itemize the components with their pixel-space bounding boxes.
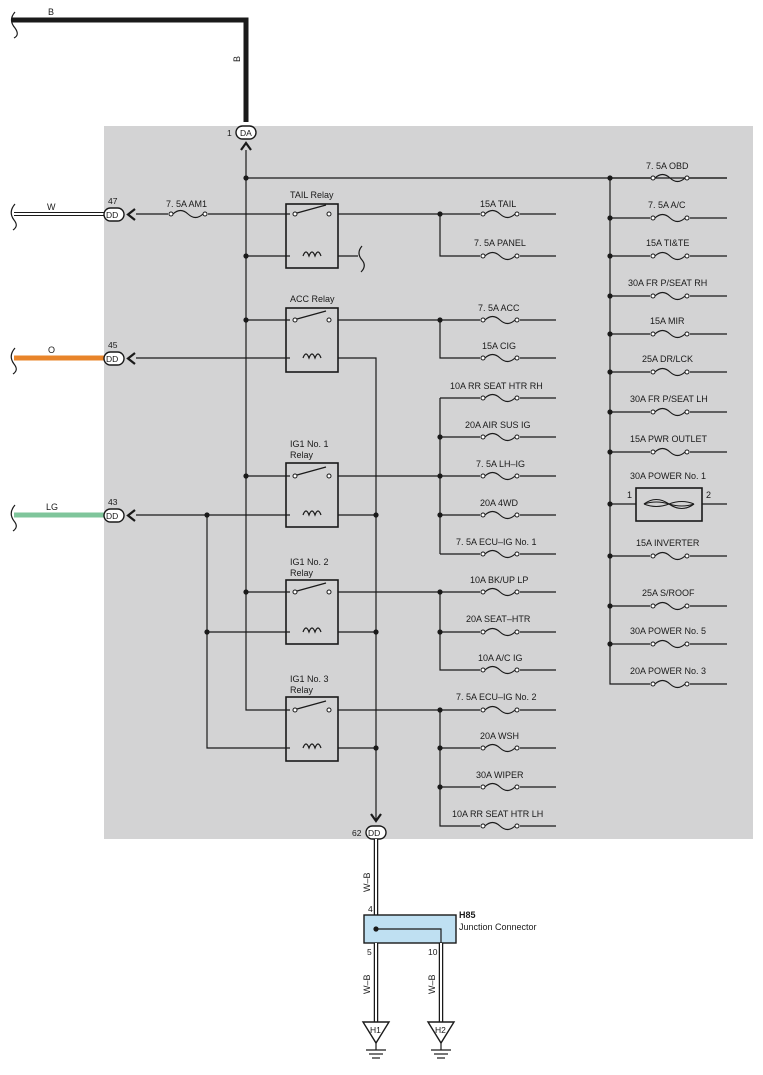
connector-h85-pin4: 4 (368, 904, 373, 914)
fuse-fr-pseat-rh-label: 30A FR P/SEAT RH (628, 278, 707, 288)
fuse-panel-label: 7. 5A PANEL (474, 238, 526, 248)
relay-acc-label: ACC Relay (290, 294, 335, 304)
connector-dd-45 (103, 351, 136, 366)
connector-dd-62-arrow (370, 813, 382, 823)
junction-block-panel (104, 126, 753, 839)
relay-ig1-no2-label-line2: Relay (290, 568, 314, 578)
fuse-bkup-lp-label: 10A BK/UP LP (470, 575, 528, 585)
connector-dd-62-pin: 62 (352, 828, 362, 838)
internal-wiring (136, 150, 727, 827)
wire-o-label: O (48, 345, 55, 355)
ground-h2-label: H2 (435, 1025, 446, 1035)
fuse-wiper-label: 30A WIPER (476, 770, 524, 780)
connector-h85-name: Junction Connector (459, 922, 537, 932)
connector-dd-62-code: DD (368, 828, 380, 838)
connector-da-pin: 1 (227, 128, 232, 138)
fuse-power3-label: 20A POWER No. 3 (630, 666, 706, 676)
fuse-ac-ig-label: 10A A/C IG (478, 653, 523, 663)
relay-tail-label: TAIL Relay (290, 190, 334, 200)
connector-da-arrow (240, 141, 252, 151)
fuse-fr-pseat-lh-label: 30A FR P/SEAT LH (630, 394, 708, 404)
fuse-ac-label: 7. 5A A/C (648, 200, 686, 210)
connector-dd-47-code: DD (106, 210, 118, 220)
connector-dd-47 (103, 207, 136, 222)
relay-ig1-no3-label-line2: Relay (290, 685, 314, 695)
fuse-acc-label: 7. 5A ACC (478, 303, 520, 313)
relay-tail (285, 203, 339, 269)
connector-dd-45-code: DD (106, 354, 118, 364)
connector-h85 (363, 914, 457, 944)
fuse-mir-label: 15A MIR (650, 316, 685, 326)
wire-wb-left-label: W–B (362, 974, 372, 994)
fuse-obd-label: 7. 5A OBD (646, 161, 689, 171)
junction-dots (204, 175, 613, 790)
connector-dd-47-pin: 47 (108, 196, 118, 206)
connector-h85-pin5: 5 (367, 947, 372, 957)
fuse-rr-seat-htr-rh-label: 10A RR SEAT HTR RH (450, 381, 543, 391)
fuse-pwr-outlet-label: 15A PWR OUTLET (630, 434, 708, 444)
fuse-ecu-ig2-label: 7. 5A ECU–IG No. 2 (456, 692, 537, 702)
wire-o (10, 347, 104, 375)
connector-dd-43-pin: 43 (108, 497, 118, 507)
wire-break-symbol (358, 245, 365, 273)
relay-ig1-no1-label-line1: IG1 No. 1 (290, 439, 329, 449)
fuse-power5-label: 30A POWER No. 5 (630, 626, 706, 636)
fuse-sroof-label: 25A S/ROOF (642, 588, 695, 598)
connector-h85-pin10: 10 (428, 947, 438, 957)
fuse-wsh-label: 20A WSH (480, 731, 519, 741)
relay-ig1-no2 (285, 579, 339, 645)
connector-h85-code: H85 (459, 910, 476, 920)
wire-lg-label: LG (46, 502, 58, 512)
fuse-symbols (168, 173, 690, 831)
fuse-tail-label: 15A TAIL (480, 199, 516, 209)
relay-ig1-no1 (285, 462, 339, 528)
wire-b-vertical-label: B (232, 56, 242, 62)
connector-dd-43-code: DD (106, 511, 118, 521)
fusible-link-power1 (635, 487, 703, 522)
connector-dd-43 (103, 508, 136, 523)
fuse-4wd-label: 20A 4WD (480, 498, 519, 508)
fuse-power1-pin1: 1 (627, 490, 632, 500)
relay-acc (285, 307, 339, 373)
relay-ig1-no3-label-line1: IG1 No. 3 (290, 674, 329, 684)
ground-h1 (361, 1021, 391, 1059)
fuse-rr-seat-htr-lh-label: 10A RR SEAT HTR LH (452, 809, 543, 819)
wire-lg (10, 504, 104, 532)
relay-ig1-no1-label-line2: Relay (290, 450, 314, 460)
wire-wb-right-label: W–B (427, 974, 437, 994)
wire-w-label: W (47, 202, 56, 212)
connector-dd-45-pin: 45 (108, 340, 118, 350)
wire-w (10, 203, 104, 231)
fuse-air-sus-ig-label: 20A AIR SUS IG (465, 420, 531, 430)
fuse-seat-htr-label: 20A SEAT–HTR (466, 614, 531, 624)
wire-b (10, 11, 249, 122)
ground-h1-label: H1 (370, 1025, 381, 1035)
fuse-power1-label: 30A POWER No. 1 (630, 471, 706, 481)
wire-wb-main-label: W–B (362, 872, 372, 892)
fuse-am1-label: 7. 5A AM1 (166, 199, 207, 209)
fuse-ecu-ig1-label: 7. 5A ECU–IG No. 1 (456, 537, 537, 547)
ground-h2 (426, 1021, 456, 1059)
connector-da (235, 125, 257, 140)
fuse-drlck-label: 25A DR/LCK (642, 354, 693, 364)
fuse-tite-label: 15A TI&TE (646, 238, 689, 248)
fuse-cig-label: 15A CIG (482, 341, 516, 351)
wire-b-label: B (48, 7, 54, 17)
relay-ig1-no2-label-line1: IG1 No. 2 (290, 557, 329, 567)
fuse-power1-pin2: 2 (706, 490, 711, 500)
relay-ig1-no3 (285, 696, 339, 762)
fuse-inverter-label: 15A INVERTER (636, 538, 700, 548)
connector-da-code: DA (240, 128, 252, 138)
fuse-lh-ig-label: 7. 5A LH–IG (476, 459, 525, 469)
